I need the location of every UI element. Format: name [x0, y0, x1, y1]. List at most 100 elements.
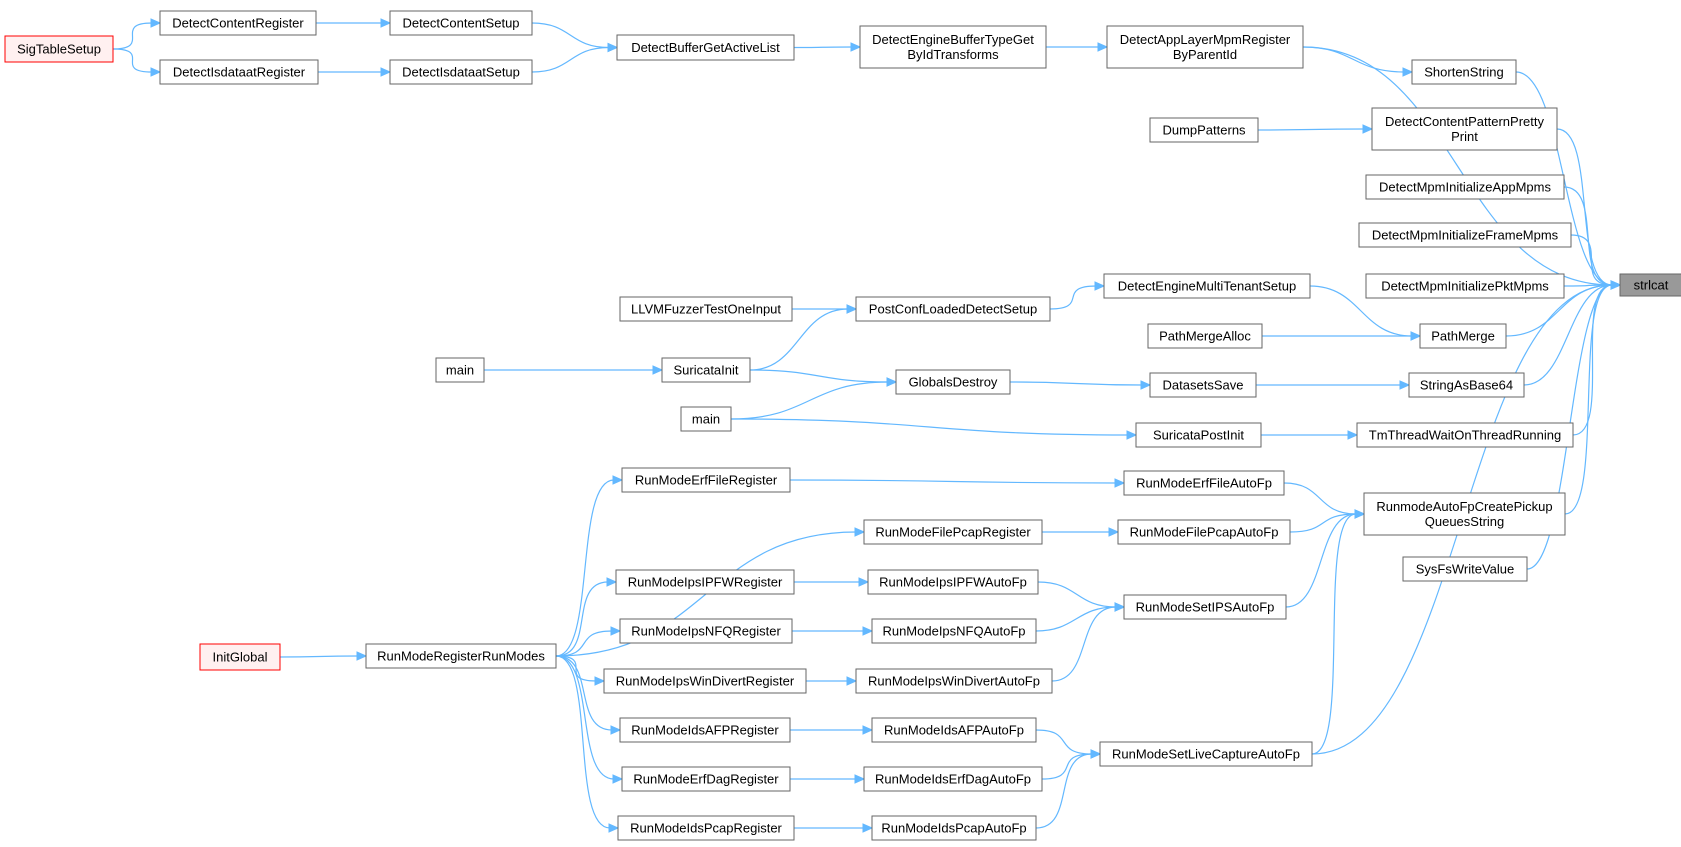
node-detect-content-setup[interactable]: DetectContentSetup — [389, 10, 533, 36]
node-string-as-base[interactable]: StringAsBase64 — [1408, 372, 1525, 398]
node-main[interactable]: main — [435, 357, 485, 383]
node-run-mode-ips-win-divert-register[interactable]: RunModeIpsWinDivertRegister — [603, 668, 807, 694]
node-box[interactable] — [159, 10, 317, 36]
node-box[interactable] — [619, 618, 793, 644]
node-box[interactable] — [1147, 323, 1263, 349]
node-main[interactable]: main — [680, 406, 732, 432]
node-run-mode-ips-nfqregister[interactable]: RunModeIpsNFQRegister — [619, 618, 793, 644]
node-box[interactable] — [603, 668, 807, 694]
node-box[interactable] — [159, 59, 319, 85]
node-strlcat[interactable]: strlcat — [1619, 273, 1681, 297]
node-box[interactable] — [863, 519, 1043, 545]
node-init-global[interactable]: InitGlobal — [199, 643, 281, 671]
node-box[interactable] — [389, 59, 533, 85]
node-box[interactable] — [1149, 372, 1257, 398]
node-datasets-save[interactable]: DatasetsSave — [1149, 372, 1257, 398]
node-run-mode-ids-erf-dag-auto-fp[interactable]: RunModeIdsErfDagAutoFp — [863, 766, 1043, 792]
node-run-mode-ids-pcap-register[interactable]: RunModeIdsPcapRegister — [617, 815, 795, 841]
node-run-mode-set-live-capture-auto-fp[interactable]: RunModeSetLiveCaptureAutoFp — [1099, 741, 1313, 767]
node-box[interactable] — [1135, 422, 1262, 448]
node-box[interactable] — [1099, 741, 1313, 767]
node-run-mode-ips-win-divert-auto-fp[interactable]: RunModeIpsWinDivertAutoFp — [855, 668, 1053, 694]
node-sig-table-setup[interactable]: SigTableSetup — [4, 35, 114, 63]
node-box[interactable] — [1149, 117, 1259, 143]
node-box[interactable] — [855, 668, 1053, 694]
node-tm-thread-wait-on-thread-running[interactable]: TmThreadWaitOnThreadRunning — [1356, 422, 1574, 448]
node-box[interactable] — [1365, 273, 1565, 299]
node-shorten-string[interactable]: ShortenString — [1411, 59, 1517, 85]
node-box[interactable] — [859, 25, 1047, 69]
node-box[interactable] — [867, 569, 1039, 595]
node-run-mode-ips-ipfwregister[interactable]: RunModeIpsIPFWRegister — [615, 569, 795, 595]
node-run-mode-ips-nfqauto-fp[interactable]: RunModeIpsNFQAutoFp — [871, 618, 1037, 644]
node-run-mode-ids-afpauto-fp[interactable]: RunModeIdsAFPAutoFp — [871, 717, 1037, 743]
node-detect-isdataat-setup[interactable]: DetectIsdataatSetup — [389, 59, 533, 85]
node-box[interactable] — [871, 618, 1037, 644]
node-box[interactable] — [615, 569, 795, 595]
node-box[interactable] — [1358, 222, 1572, 248]
node-box[interactable] — [1103, 273, 1311, 299]
node-box[interactable] — [1356, 422, 1574, 448]
node-box[interactable] — [1123, 470, 1285, 496]
node-box[interactable] — [1371, 107, 1558, 151]
node-box[interactable] — [4, 35, 114, 63]
node-box[interactable] — [616, 34, 795, 61]
node-suricata-init[interactable]: SuricataInit — [661, 357, 751, 383]
node-llvmfuzzer-test-one-input[interactable]: LLVMFuzzerTestOneInput — [619, 296, 793, 322]
node-run-mode-file-pcap-register[interactable]: RunModeFilePcapRegister — [863, 519, 1043, 545]
node-box[interactable] — [871, 815, 1037, 841]
node-sys-fs-write-value[interactable]: SysFsWriteValue — [1402, 556, 1528, 582]
node-box[interactable] — [1365, 174, 1565, 200]
node-box[interactable] — [1106, 25, 1304, 69]
node-box[interactable] — [1619, 273, 1681, 297]
node-box[interactable] — [871, 717, 1037, 743]
node-box[interactable] — [621, 467, 791, 493]
node-box[interactable] — [619, 717, 791, 743]
node-dump-patterns[interactable]: DumpPatterns — [1149, 117, 1259, 143]
node-box[interactable] — [680, 406, 732, 432]
node-run-mode-ips-ipfwauto-fp[interactable]: RunModeIpsIPFWAutoFp — [867, 569, 1039, 595]
node-run-mode-register-run-modes[interactable]: RunModeRegisterRunModes — [365, 643, 557, 669]
node-detect-content-register[interactable]: DetectContentRegister — [159, 10, 317, 36]
node-suricata-post-init[interactable]: SuricataPostInit — [1135, 422, 1262, 448]
node-box[interactable] — [863, 766, 1043, 792]
node-box[interactable] — [1411, 59, 1517, 85]
node-box[interactable] — [1123, 594, 1287, 620]
node-detect-mpm-initialize-pkt-mpms[interactable]: DetectMpmInitializePktMpms — [1365, 273, 1565, 299]
node-detect-mpm-initialize-app-mpms[interactable]: DetectMpmInitializeAppMpms — [1365, 174, 1565, 200]
node-box[interactable] — [617, 815, 795, 841]
node-box[interactable] — [1363, 492, 1566, 536]
node-run-mode-erf-file-register[interactable]: RunModeErfFileRegister — [621, 467, 791, 493]
node-detect-engine-multi-tenant-setup[interactable]: DetectEngineMultiTenantSetup — [1103, 273, 1311, 299]
node-box[interactable] — [435, 357, 485, 383]
node-box[interactable] — [621, 766, 791, 792]
node-run-mode-ids-pcap-auto-fp[interactable]: RunModeIdsPcapAutoFp — [871, 815, 1037, 841]
node-path-merge[interactable]: PathMerge — [1419, 323, 1507, 349]
node-box[interactable] — [389, 10, 533, 36]
node-box[interactable] — [661, 357, 751, 383]
node-box[interactable] — [365, 643, 557, 669]
node-globals-destroy[interactable]: GlobalsDestroy — [895, 369, 1011, 395]
node-run-mode-ids-afpregister[interactable]: RunModeIdsAFPRegister — [619, 717, 791, 743]
node-detect-isdataat-register[interactable]: DetectIsdataatRegister — [159, 59, 319, 85]
node-box[interactable] — [1408, 372, 1525, 398]
node-run-mode-erf-dag-register[interactable]: RunModeErfDagRegister — [621, 766, 791, 792]
node-detect-mpm-initialize-frame-mpms[interactable]: DetectMpmInitializeFrameMpms — [1358, 222, 1572, 248]
node-box[interactable] — [1117, 519, 1291, 545]
node-box[interactable] — [619, 296, 793, 322]
node-box[interactable] — [199, 643, 281, 671]
node-post-conf-loaded-detect-setup[interactable]: PostConfLoadedDetectSetup — [855, 296, 1051, 322]
node-run-mode-erf-file-auto-fp[interactable]: RunModeErfFileAutoFp — [1123, 470, 1285, 496]
node-path-merge-alloc[interactable]: PathMergeAlloc — [1147, 323, 1263, 349]
node-box[interactable] — [895, 369, 1011, 395]
node-run-mode-set-ipsauto-fp[interactable]: RunModeSetIPSAutoFp — [1123, 594, 1287, 620]
node-detect-buffer-get-active-list[interactable]: DetectBufferGetActiveList — [616, 34, 795, 61]
node-box[interactable] — [1419, 323, 1507, 349]
node-box[interactable] — [855, 296, 1051, 322]
node-box[interactable] — [1402, 556, 1528, 582]
node-run-mode-file-pcap-auto-fp[interactable]: RunModeFilePcapAutoFp — [1117, 519, 1291, 545]
